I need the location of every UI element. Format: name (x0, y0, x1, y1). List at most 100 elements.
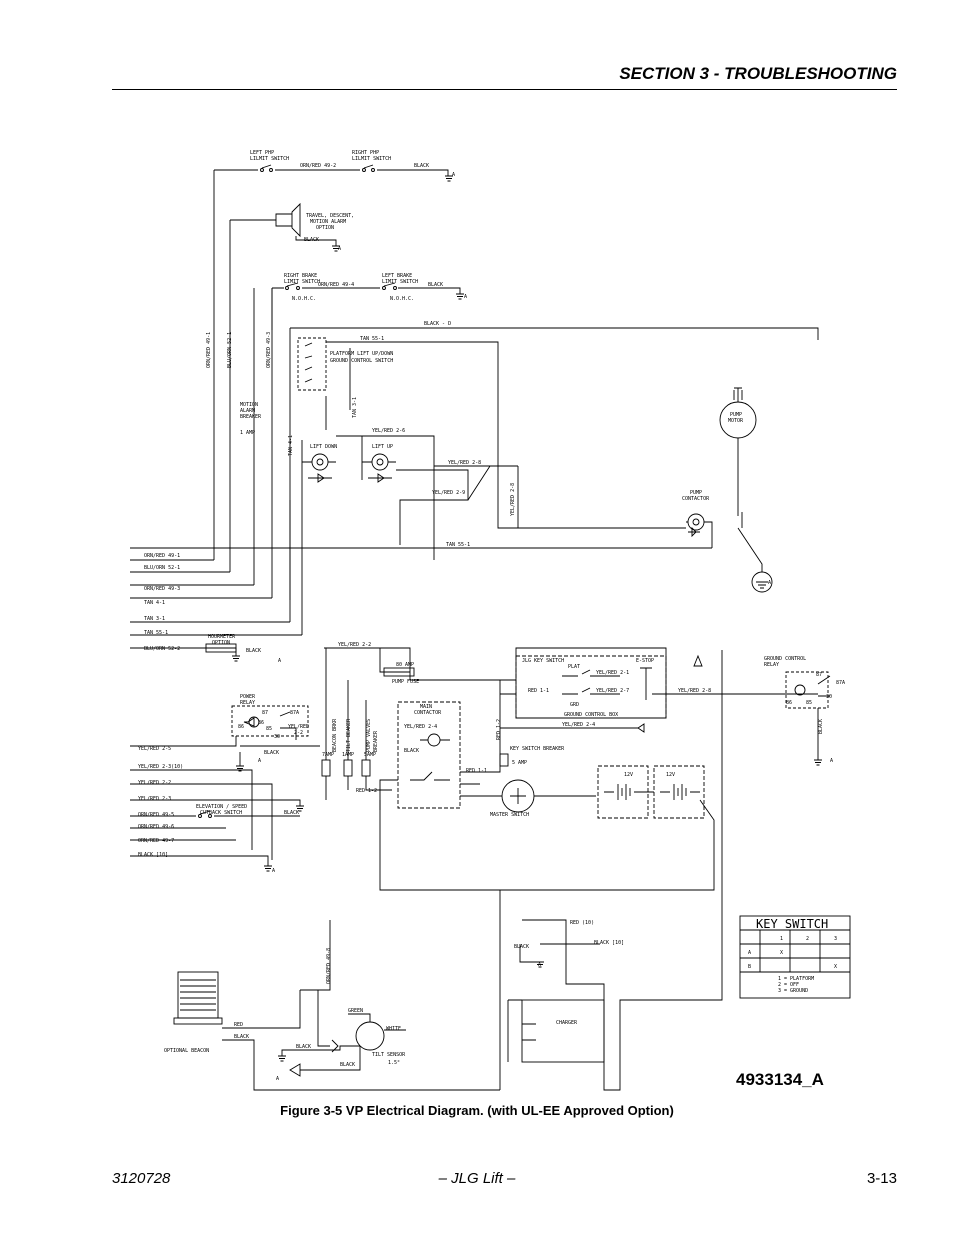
label-amp7: 7AMP (322, 752, 334, 758)
ks-x-1: X (780, 950, 783, 956)
label-h-orn-49-6: ORN/RED 49-6 (138, 824, 174, 830)
label-h-orn-49-1: ORN/RED 49-1 (144, 553, 180, 559)
label-tan-55-1-mid: TAN 55-1 (446, 542, 470, 548)
label-main-contactor-2: CONTACTOR (414, 710, 442, 716)
label-nohc-1: N.O.H.C. (292, 296, 316, 302)
header-rule (112, 89, 897, 90)
label-ksb: KEY SWITCH BREAKER (510, 746, 565, 752)
label-lift-down: LIFT DOWN (310, 444, 337, 450)
label-ground-a-3: A (464, 294, 467, 300)
label-h-tan-4-1: TAN 4-1 (144, 600, 165, 606)
label-yel-red-pr2: 2-2 (294, 730, 303, 736)
label-black-pr: BLACK (264, 750, 279, 756)
label-pump-fuse: PUMP FUSE (392, 679, 419, 685)
label-black-tilt-2: BLACK (340, 1062, 355, 1068)
label-elev-1: ELEVATION / SPEED (196, 804, 247, 810)
label-h-yel-red-2-2: YEL/RED 2-2 (138, 780, 171, 786)
label-yel-red-pr: YEL/RED (288, 724, 309, 730)
label-v-tan-3-1: TAN 3-1 (352, 397, 358, 418)
label-t87-pr: 87 (262, 710, 268, 716)
label-pump-valves-2: BREAKER (373, 730, 379, 752)
label-limit-switch-r: LIMIT SWITCH (284, 279, 320, 285)
label-black-10-b: BLACK [10] (594, 940, 624, 946)
label-pl-switch-1: PLATFORM LIFT UP/DOWN (330, 351, 393, 357)
wires (130, 164, 851, 1091)
label-right-php: RIGHT PHP (352, 150, 379, 156)
label-estop: E-STOP (636, 658, 654, 664)
label-black-d: BLACK - D (424, 321, 451, 327)
label-jlg-key-switch: JLG KEY SWITCH (522, 658, 564, 664)
label-alarm-3: OPTION (316, 225, 334, 231)
label-yel-red-2-2: YEL/RED 2-2 (338, 642, 371, 648)
label-right-brake: RIGHT BRAKE (284, 273, 317, 279)
label-pump-motor-2: MOTOR (728, 418, 744, 424)
label-h-black-10: BLACK [10] (138, 852, 168, 858)
label-t87-gcr: 87 (816, 672, 822, 678)
section-header: SECTION 3 - TROUBLESHOOTING (619, 64, 897, 83)
label-amp1: 1AMP (342, 752, 354, 758)
label-v-yel-red-2-8: YEL/RED 2-8 (510, 483, 516, 516)
label-orn-red-49-2: ORN/RED 49-2 (300, 163, 336, 169)
footer-page-number: 3-13 (866, 1170, 897, 1187)
footer-publisher: – JLG Lift – (438, 1170, 516, 1187)
label-tilt-1: TILT SENSOR (372, 1052, 406, 1058)
label-pump-contactor-2: CONTACTOR (682, 496, 710, 502)
label-power-relay-1: POWER (240, 694, 256, 700)
footer-doc-number: 3120728 (112, 1170, 171, 1187)
ks-col-3: 3 (834, 936, 837, 942)
label-ground-a-7: A (258, 758, 261, 764)
label-yel-red-2-7: YEL/RED 2-7 (596, 688, 629, 694)
label-red-10: RED (10) (570, 920, 594, 926)
label-t30-pr: 30 (274, 734, 280, 740)
label-yel-red-2-4-gcb: YEL/RED 2-4 (562, 722, 595, 728)
ks-x-2: X (834, 964, 837, 970)
label-gcr-2: RELAY (764, 662, 779, 668)
drawing-number: 4933134_A (736, 1070, 824, 1089)
label-plat: PLAT (568, 664, 580, 670)
label-h-tan-55-1: TAN 55-1 (144, 630, 168, 636)
label-ground-a-9: A (538, 962, 541, 968)
label-red-1-1: RED 1-1 (528, 688, 549, 694)
ks-col-1: 1 (780, 936, 783, 942)
label-left-php: LEFT PHP (250, 150, 274, 156)
label-pump-motor-1: PUMP (730, 412, 742, 418)
label-power-relay-2: RELAY (240, 700, 255, 706)
label-t30-gcr: 30 (826, 694, 832, 700)
label-black-elev: BLACK (284, 810, 299, 816)
label-black-top: BLACK (414, 163, 429, 169)
label-grd: GRD (570, 702, 579, 708)
label-black-alarm: BLACK (304, 237, 319, 243)
key-switch-title: KEY SWITCH (756, 917, 828, 931)
label-t87a-pr: 87A (290, 710, 299, 716)
label-t86-pr-b: 86 (238, 724, 244, 730)
label-yel-red-2-9: YEL/RED 2-9 (432, 490, 465, 496)
label-v-tan-4-1: TAN 4-1 (288, 435, 294, 456)
label-amp80: 80 AMP (396, 662, 414, 668)
label-black-brake: BLACK (428, 282, 443, 288)
label-pump-valves-1: PUMP VALVES (366, 719, 372, 752)
ks-row-a: A (748, 950, 751, 956)
label-12v-a: 12V (624, 772, 633, 778)
label-ground-control-box: GROUND CONTROL BOX (564, 712, 618, 718)
label-master-switch: MASTER SWITCH (490, 812, 529, 818)
label-v-orn-49-8: ORN/RED 49-8 (326, 948, 332, 984)
label-h-orn-49-7: ORN/RED 49-7 (138, 838, 174, 844)
label-mab-2: ALARM (240, 408, 255, 414)
label-ground-a-1: A (452, 172, 455, 178)
label-h-yel-red-2-3-10: YEL/RED 2-3(10) (138, 764, 183, 770)
ks-legend-3: 3 = GROUND (778, 988, 808, 994)
label-ground-a-10: A (276, 1076, 279, 1082)
label-elev-2: CUTBACK SWITCH (200, 810, 242, 816)
label-t86-pr: 86 (258, 720, 264, 726)
label-left-brake: LEFT BRAKE (382, 273, 412, 279)
label-nohc-2: N.O.H.C. (390, 296, 414, 302)
label-alarm-2: MOTION ALARM (310, 219, 346, 225)
label-t87a-gcr: 87A (836, 680, 845, 686)
ks-col-2: 2 (806, 936, 809, 942)
label-ground-a-2: A (338, 246, 341, 252)
ks-legend-1: 1 = PLATFORM (778, 976, 814, 982)
label-tilt-beaker: TILT BEAKER (346, 718, 352, 752)
label-h-blu-52-2: BLU/ORN 52-2 (144, 646, 180, 652)
label-red-beacon: RED (234, 1022, 243, 1028)
